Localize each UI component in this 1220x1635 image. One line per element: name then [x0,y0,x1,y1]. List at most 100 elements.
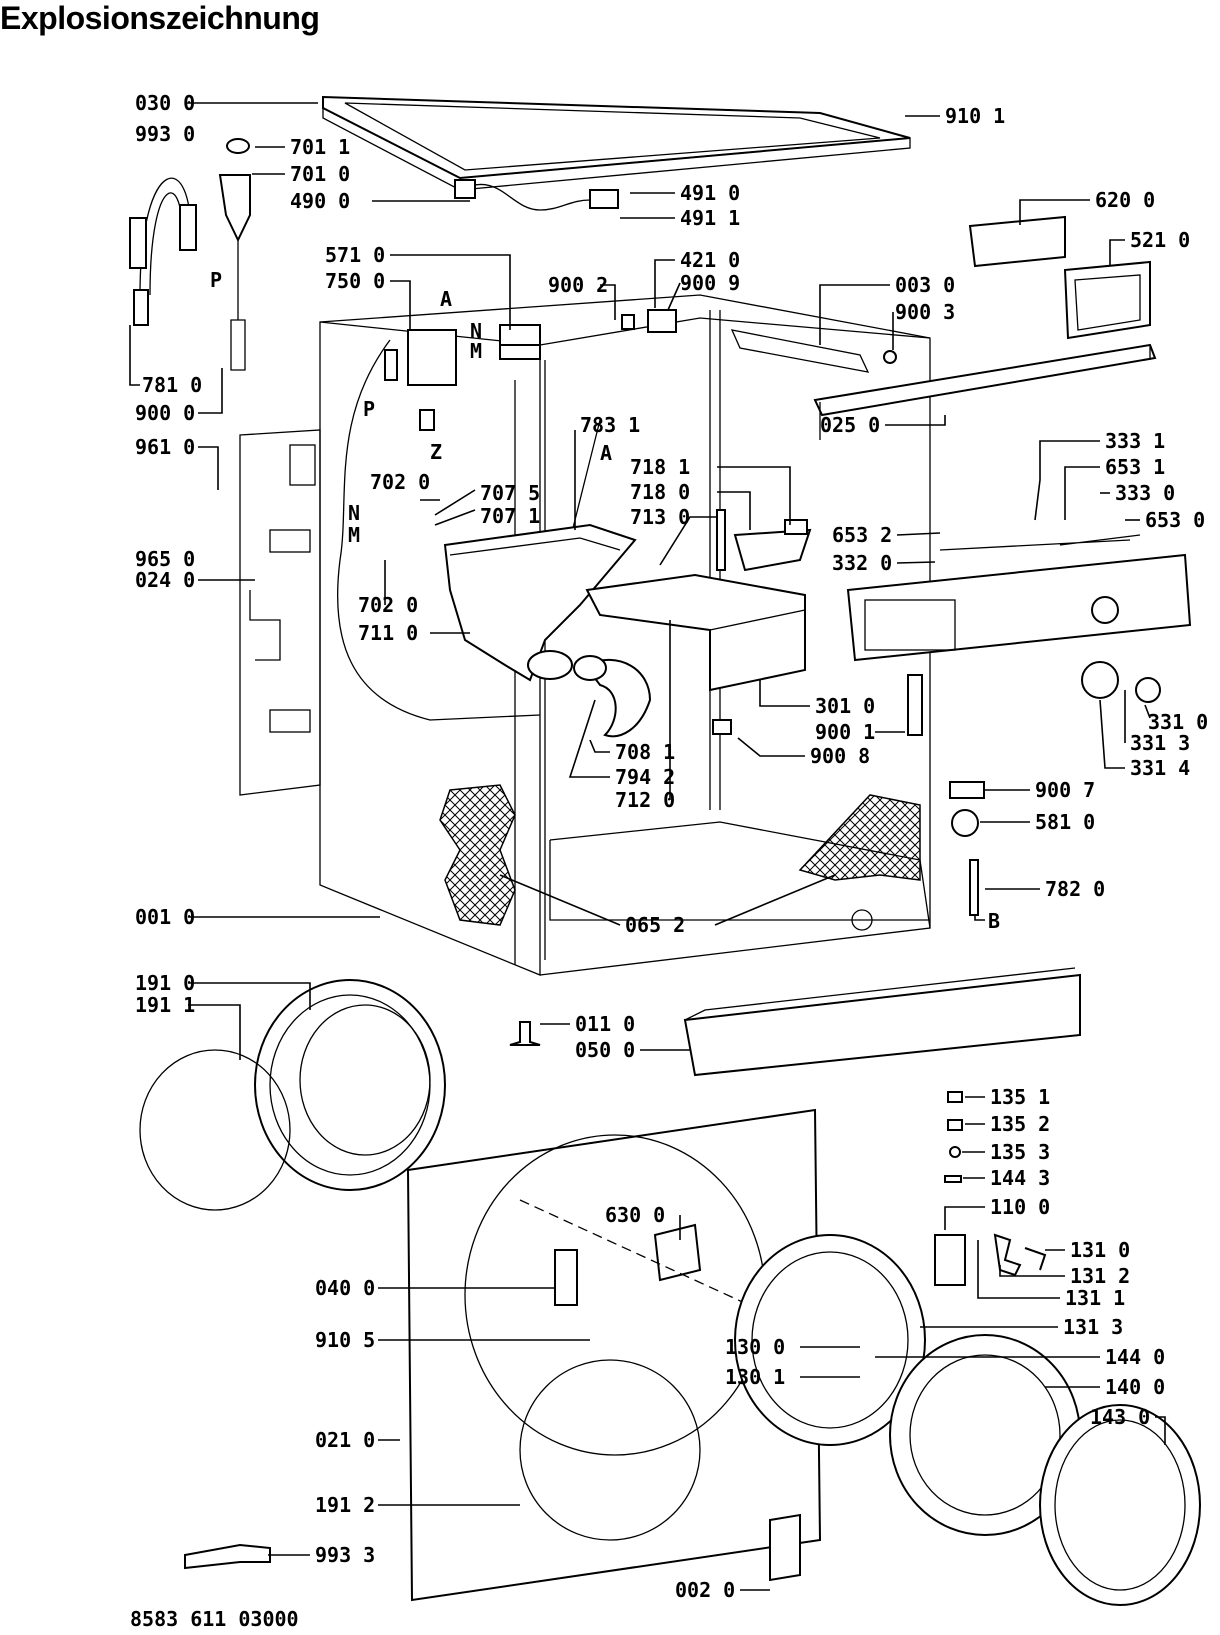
callout-900-2: 900 2 [548,273,608,297]
callout-702-0-top: 702 0 [370,470,430,494]
callout-131-3: 131 3 [1063,1315,1123,1339]
callout-110-0: 110 0 [990,1195,1050,1219]
callout-421-0: 421 0 [680,248,740,272]
callout-783-1: 783 1 [580,413,640,437]
callout-490-0: 490 0 [290,189,350,213]
callout-331-3: 331 3 [1130,731,1190,755]
callout-332-0: 332 0 [832,551,892,575]
callout-140-0: 140 0 [1105,1375,1165,1399]
callout-144-3: 144 3 [990,1166,1050,1190]
callout-708-1: 708 1 [615,740,675,764]
callout-050-0: 050 0 [575,1038,635,1062]
marker-p-center: P [363,397,375,421]
callout-002-0: 002 0 [675,1578,735,1602]
callout-021-0: 021 0 [315,1428,375,1452]
marker-n-valve: N [470,319,482,343]
callout-965-0: 965 0 [135,547,195,571]
back-panel [239,429,321,796]
inlet-valve [218,174,251,243]
callout-024-0: 024 0 [135,568,195,592]
callout-718-0: 718 0 [630,480,690,504]
callout-144-0: 144 0 [1105,1345,1165,1369]
callout-491-0: 491 0 [680,181,740,205]
callout-030-0: 030 0 [135,91,195,115]
marker-m-valve: M [470,339,482,363]
power-cord [459,183,591,211]
callout-135-3: 135 3 [990,1140,1050,1164]
callout-135-1: 135 1 [990,1085,1050,1109]
callout-130-0: 130 0 [725,1335,785,1359]
adjustable-foot [509,1021,541,1046]
callout-900-1: 900 1 [815,720,875,744]
callout-711-0: 711 0 [358,621,418,645]
top-cover [322,95,911,180]
marker-b: B [988,909,1000,933]
valve-cap [226,138,250,154]
callout-701-1: 701 1 [290,135,350,159]
pressure-switch [951,809,979,837]
callout-900-0: 900 0 [135,401,195,425]
callout-718-1: 718 1 [630,455,690,479]
callout-900-7: 900 7 [1035,778,1095,802]
callout-131-2: 131 2 [1070,1264,1130,1288]
front-panel [406,1108,822,1602]
callout-653-1: 653 1 [1105,455,1165,479]
callout-135-2: 135 2 [990,1112,1050,1136]
callout-521-0: 521 0 [1130,228,1190,252]
insulation-pad-right [798,794,921,881]
marker-m-conn: M [348,523,360,547]
callout-993-3: 993 3 [315,1543,375,1567]
callout-191-0: 191 0 [135,971,195,995]
marker-z: Z [430,440,442,464]
door-inner-frame [1039,1404,1201,1606]
part-drawings [129,95,1201,1606]
callout-702-0-bottom: 702 0 [358,593,418,617]
callout-040-0: 040 0 [315,1276,375,1300]
insulation-pad-left [439,784,516,926]
callout-707-5: 707 5 [480,481,540,505]
electronic-module [1063,260,1151,340]
marker-p-left: P [210,268,222,292]
callout-025-0: 025 0 [820,413,880,437]
callout-003-0: 003 0 [895,273,955,297]
door-frame [734,1234,926,1446]
callout-900-9: 900 9 [680,271,740,295]
callout-900-3: 900 3 [895,300,955,324]
callout-491-1: 491 1 [680,206,740,230]
callout-331-0: 331 0 [1148,710,1208,734]
callout-707-1: 707 1 [480,504,540,528]
callout-labels: 030 0 993 0 701 1 701 0 490 0 491 0 491 … [135,91,1208,1602]
callout-781-0: 781 0 [142,373,202,397]
control-panel [846,553,1192,662]
callout-333-0: 333 0 [1115,481,1175,505]
callout-065-2: 065 2 [625,913,685,937]
marker-a-hose: A [600,441,612,465]
page-title: Explosionszeichnung [0,0,320,36]
callout-750-0: 750 0 [325,269,385,293]
marker-a-top: A [440,287,452,311]
hose-clamp-tool [184,1543,271,1570]
control-panel-bracket [813,343,1157,417]
callout-001-0: 001 0 [135,905,195,929]
callout-130-1: 130 1 [725,1365,785,1389]
lid-part [769,1513,801,1582]
control-board [968,215,1066,268]
callout-993-0: 993 0 [135,122,195,146]
callout-131-1: 131 1 [1065,1286,1125,1310]
marker-n-conn: N [348,501,360,525]
callout-630-0: 630 0 [605,1203,665,1227]
callout-331-4: 331 4 [1130,756,1190,780]
callout-961-0: 961 0 [135,435,195,459]
bellows-hose [583,659,652,738]
callout-581-0: 581 0 [1035,810,1095,834]
callout-011-0: 011 0 [575,1012,635,1036]
callout-712-0: 712 0 [615,788,675,812]
callout-131-0: 131 0 [1070,1238,1130,1262]
callout-620-0: 620 0 [1095,188,1155,212]
callout-333-1: 333 1 [1105,429,1165,453]
callout-701-0: 701 0 [290,162,350,186]
callout-713-0: 713 0 [630,505,690,529]
callout-794-2: 794 2 [615,765,675,789]
callout-301-0: 301 0 [815,694,875,718]
